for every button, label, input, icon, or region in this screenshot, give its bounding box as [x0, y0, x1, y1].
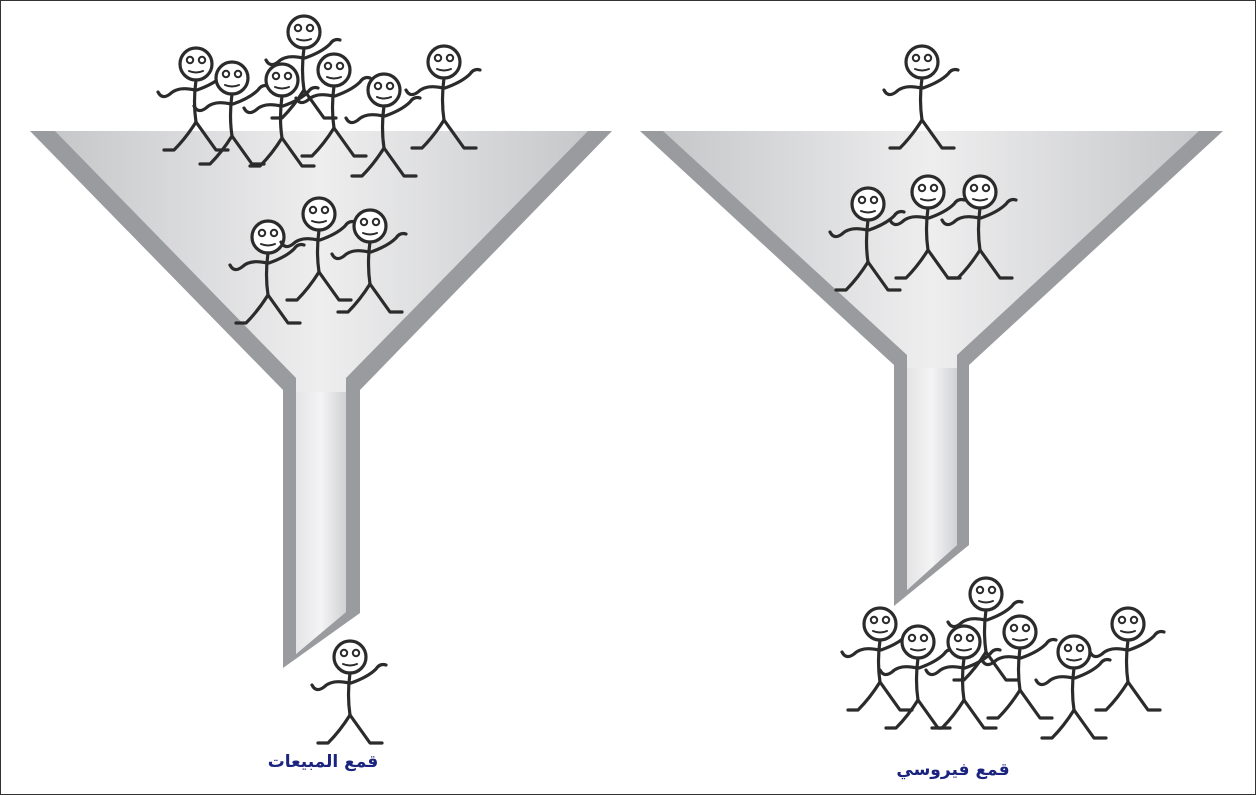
stick-figure — [840, 606, 918, 712]
sales-funnel-spout — [296, 392, 346, 654]
stick-figure — [924, 624, 1002, 730]
viral-funnel — [640, 131, 1223, 606]
stick-figure — [310, 639, 388, 745]
sales-funnel — [30, 131, 612, 668]
viral-funnel-body — [663, 131, 1199, 590]
viral-funnel-spout — [907, 368, 957, 590]
viral-funnel-caption: قمع فيروسي — [896, 760, 1010, 780]
stick-figure — [1034, 634, 1112, 740]
stick-figure — [878, 624, 956, 730]
viral-funnel-output-crowd — [840, 576, 1166, 740]
stick-figure — [1088, 606, 1166, 712]
sales-funnel-caption: قمع المبيعات — [267, 752, 379, 772]
stick-figure — [980, 614, 1058, 720]
sales-funnel-output — [310, 639, 388, 745]
